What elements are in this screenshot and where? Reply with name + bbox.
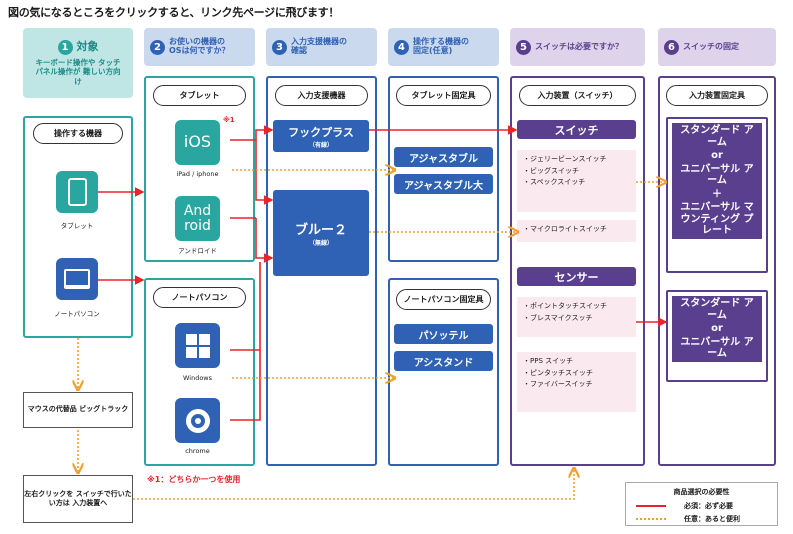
notepc-label: ノートパソコン: [54, 310, 100, 318]
arm-group-2[interactable]: スタンダード アーム or ユニバーサル アーム: [666, 290, 768, 382]
windows-label: Windows: [182, 374, 212, 382]
click-switch-box[interactable]: 左右クリックを スイッチで行いたい方は 入力装置へ: [23, 475, 133, 523]
mount-tablet-header: タブレット固定具: [396, 85, 491, 106]
assist-column: [266, 76, 377, 466]
list-item[interactable]: ・ピンタッチスイッチ: [523, 368, 593, 377]
blue2-button[interactable]: ブルー２ （無線）: [273, 190, 369, 276]
list-item[interactable]: ・ファイバースイッチ: [523, 380, 593, 389]
legend-optional: 任意：あると便利: [684, 515, 740, 523]
tablet-icon[interactable]: [56, 171, 98, 213]
switch-mount-header: 入力装置固定具: [666, 85, 768, 106]
mount-pc-column: [388, 278, 499, 466]
assist-header: 入力支援機器: [275, 85, 368, 106]
standard-arm[interactable]: スタンダード アーム: [672, 296, 762, 323]
blue2-label: ブルー２: [294, 223, 347, 238]
list-item[interactable]: ・PPS スイッチ: [523, 357, 574, 365]
switch-list-1[interactable]: ・ジェリービーンスイッチ ・ビッグスイッチ ・スペックスイッチ: [517, 150, 636, 212]
universal-mounting-plate[interactable]: ユニバーサル マウンティング プレート: [672, 200, 762, 239]
list-item[interactable]: ・スペックスイッチ: [523, 178, 586, 187]
android-label: アンドロイド: [178, 247, 217, 255]
footnote-mark: ※1: [223, 116, 235, 124]
or-label: or: [672, 150, 762, 162]
list-item[interactable]: ・マイクロライトスイッチ: [523, 225, 607, 233]
switch-button[interactable]: スイッチ: [517, 120, 636, 139]
device-column: [23, 116, 133, 338]
os-pc-column: [144, 278, 255, 466]
adjustable-large-button[interactable]: アジャスタブル大: [394, 174, 493, 194]
universal-arm[interactable]: ユニバーサル アーム: [672, 161, 762, 189]
legend-required: 必須：必ず必要: [684, 502, 733, 510]
switch-column-header: 入力装置（スイッチ）: [519, 85, 636, 106]
page-title: 図の気になるところをクリックすると、リンク先ページに飛びます！: [8, 6, 340, 19]
chrome-label: chrome: [185, 447, 210, 455]
assistand-button[interactable]: アシスタンド: [394, 351, 493, 371]
hookplus-sub: （有線）: [308, 141, 333, 149]
ios-icon[interactable]: iOS: [175, 120, 220, 165]
standard-arm[interactable]: スタンダード アーム: [672, 123, 762, 150]
mount-pc-header: ノートパソコン固定具: [396, 289, 491, 310]
list-item[interactable]: ・ブレスマイクスッチ: [523, 313, 593, 322]
list-item[interactable]: ・ビッグスイッチ: [523, 166, 579, 175]
laptop-icon[interactable]: [56, 258, 98, 300]
footnote: ※1：どちらか一つを使用: [147, 475, 241, 484]
switch-column: [510, 76, 645, 466]
hookplus-label: フックプラス: [288, 125, 354, 139]
switch-list-2[interactable]: ・マイクロライトスイッチ: [517, 220, 636, 242]
plus-label: ＋: [672, 188, 762, 200]
adjustable-button[interactable]: アジャスタブル: [394, 147, 493, 167]
list-item[interactable]: ・ポイントタッチスイッチ: [523, 302, 607, 310]
legend-required-line: [636, 505, 666, 507]
sensor-list-2[interactable]: ・PPS スイッチ ・ピンタッチスイッチ ・ファイバースイッチ: [517, 352, 636, 412]
legend: 商品選択の必要性 必須：必ず必要 任意：あると便利: [625, 482, 778, 526]
chrome-icon[interactable]: [175, 398, 220, 443]
legend-optional-line: [636, 518, 666, 520]
device-header: 操作する機器: [33, 123, 123, 144]
list-item[interactable]: ・ジェリービーンスイッチ: [523, 155, 607, 163]
legend-title: 商品選択の必要性: [673, 488, 730, 496]
ios-label: iPad / iphone: [176, 170, 219, 178]
windows-icon[interactable]: [175, 323, 220, 368]
blue2-sub: （無線）: [308, 240, 333, 247]
android-icon[interactable]: And roid: [175, 196, 220, 241]
universal-arm[interactable]: ユニバーサル アーム: [672, 334, 762, 362]
hookplus-button[interactable]: フックプラス （有線）: [273, 120, 369, 152]
mouse-alt-box[interactable]: マウスの代替品 ビッグトラック: [23, 392, 133, 428]
or-label: or: [672, 323, 762, 335]
sensor-list-1[interactable]: ・ポイントタッチスイッチ ・ブレスマイクスッチ: [517, 297, 636, 337]
os-pc-header: ノートパソコン: [153, 287, 246, 308]
switch-mount-column: [658, 76, 776, 466]
arm-group-1[interactable]: スタンダード アーム or ユニバーサル アーム ＋ ユニバーサル マウンティン…: [666, 117, 768, 273]
os-tablet-header: タブレット: [153, 85, 246, 106]
pasotteru-button[interactable]: パソッテル: [394, 324, 493, 344]
os-tablet-column: [144, 76, 255, 262]
target-desc: キーボード操作や タッチパネル操作が 難しい方向け: [35, 57, 121, 86]
tablet-label: タブレット: [60, 222, 94, 230]
sensor-button[interactable]: センサー: [517, 267, 636, 286]
